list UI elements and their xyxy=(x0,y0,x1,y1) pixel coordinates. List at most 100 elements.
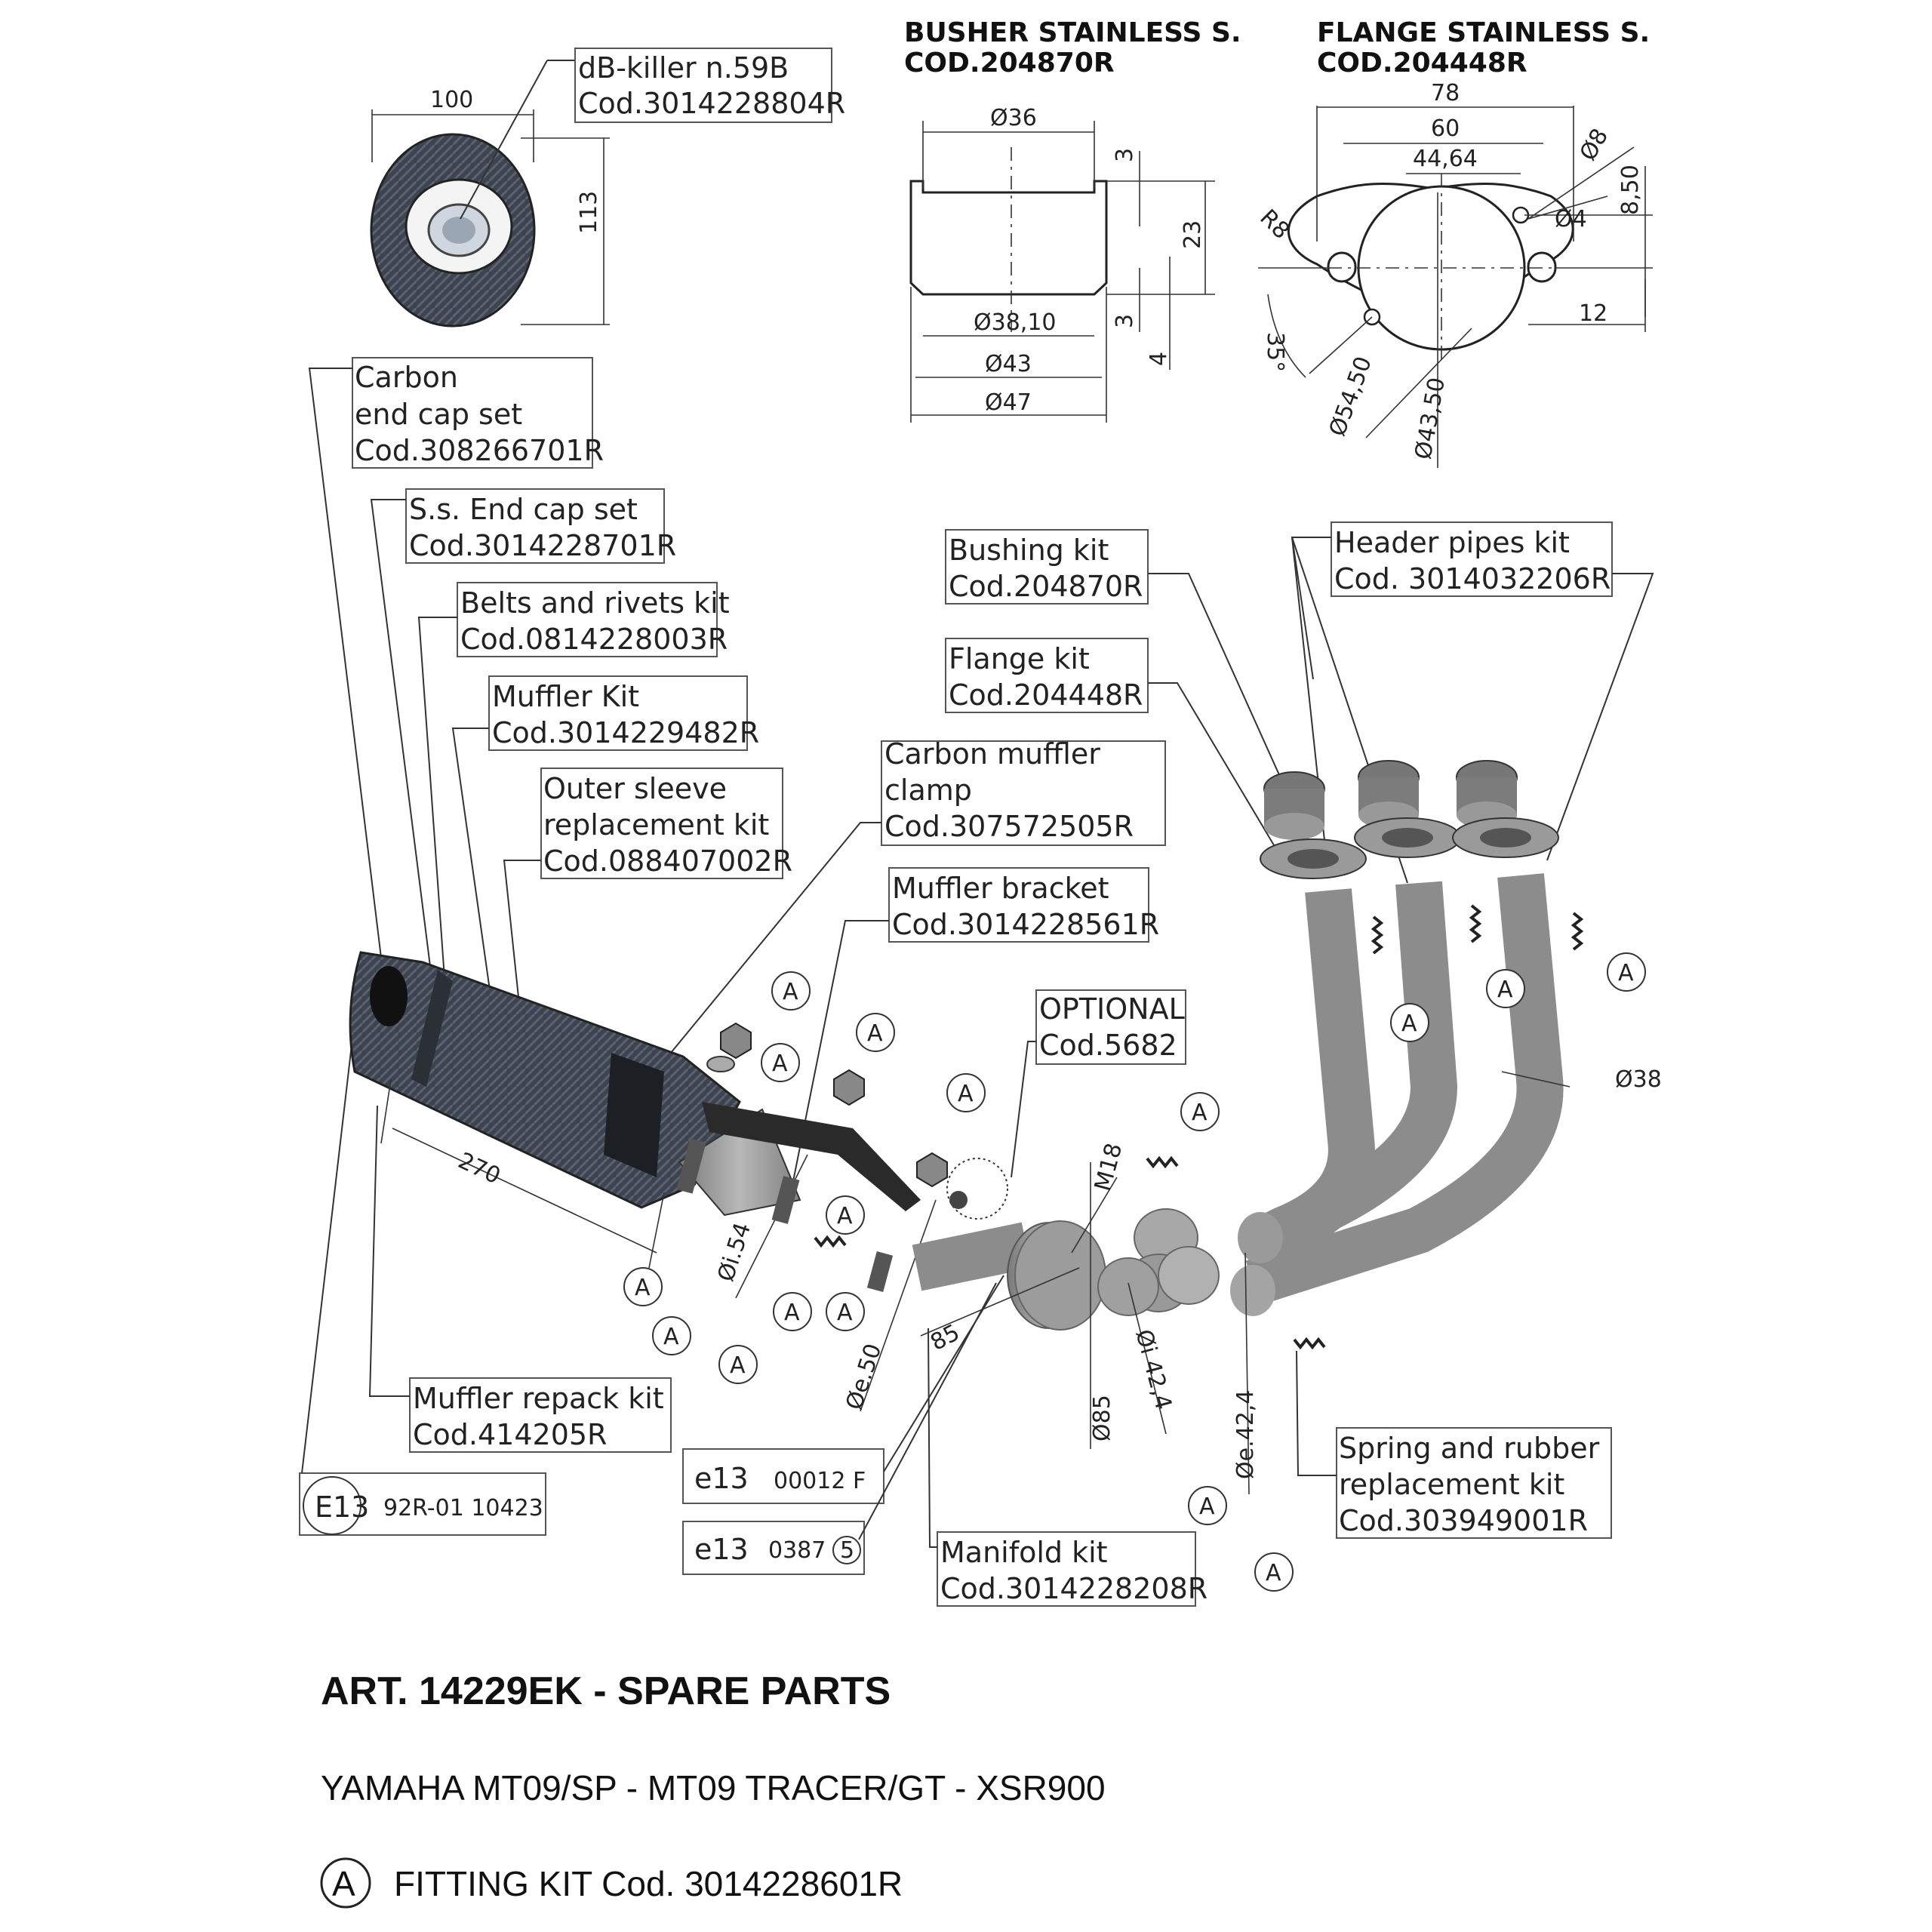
label-ss-end-cap: S.s. End cap set Cod.3014228701R xyxy=(405,488,676,564)
svg-text:Ø54,50: Ø54,50 xyxy=(1324,353,1377,440)
svg-text:Cod.5682: Cod.5682 xyxy=(1039,1029,1177,1062)
svg-text:S.s. End cap set: S.s. End cap set xyxy=(409,493,638,526)
busher-title: BUSHER STAINLESS S. xyxy=(904,17,1241,48)
svg-text:Cod.3014228208R: Cod.3014228208R xyxy=(940,1572,1208,1605)
svg-text:A: A xyxy=(1401,1011,1417,1037)
fitting-markers: A A A A A A A A A A A A A A A A xyxy=(623,952,1646,1592)
marker-a: A xyxy=(623,1267,663,1306)
svg-text:Ø38,10: Ø38,10 xyxy=(974,309,1057,336)
left-leaders xyxy=(308,368,541,1050)
busher-code: COD.204870R xyxy=(904,48,1115,78)
svg-text:Cod.307572505R: Cod.307572505R xyxy=(884,810,1134,843)
marker-a: A xyxy=(1607,952,1646,992)
hardware xyxy=(676,1022,948,1292)
flange-title: FLANGE STAINLESS S. xyxy=(1317,17,1650,48)
svg-text:4: 4 xyxy=(1146,352,1172,366)
busher-drawing: BUSHER STAINLESS S. COD.204870R Ø36 Ø38,… xyxy=(904,17,1241,423)
svg-text:e13: e13 xyxy=(694,1462,749,1495)
svg-text:35°: 35° xyxy=(1262,332,1288,372)
muffler xyxy=(349,951,921,1217)
svg-text:A: A xyxy=(730,1352,746,1379)
svg-text:Cod.204448R: Cod.204448R xyxy=(949,678,1143,712)
header-pipes xyxy=(814,760,1584,1350)
dim-end-cap-height: 113 xyxy=(576,191,602,234)
svg-text:Cod. 3014032206R: Cod. 3014032206R xyxy=(1334,562,1611,595)
label-flange-kit: Flange kit Cod.204448R xyxy=(945,638,1284,861)
svg-text:Carbon muffler: Carbon muffler xyxy=(884,737,1100,771)
svg-text:replacement kit: replacement kit xyxy=(543,808,769,841)
label-header-pipes: Header pipes kit Cod. 3014032206R xyxy=(1291,521,1654,884)
svg-text:Cod.3014228561R: Cod.3014228561R xyxy=(892,908,1159,941)
flange-parts xyxy=(1260,817,1559,879)
svg-text:Muffler repack kit: Muffler repack kit xyxy=(413,1382,664,1415)
marker-a: A xyxy=(1254,1552,1294,1592)
svg-text:Ø8: Ø8 xyxy=(1575,125,1614,165)
svg-text:A: A xyxy=(837,1203,853,1229)
homologation-e13-c: e13 0387 5 xyxy=(682,1282,997,1575)
svg-text:Øe.50: Øe.50 xyxy=(841,1340,887,1413)
svg-text:23: 23 xyxy=(1180,220,1206,249)
spring-parts xyxy=(814,904,1584,1350)
svg-text:92R-01 10423: 92R-01 10423 xyxy=(383,1495,543,1521)
homologation-e13-a: E13 92R-01 10423 xyxy=(299,1018,546,1536)
marker-a: A xyxy=(773,1292,812,1331)
marker-a: A xyxy=(1188,1486,1227,1525)
svg-text:Ø47: Ø47 xyxy=(985,389,1032,416)
svg-text:Carbon: Carbon xyxy=(355,361,458,394)
svg-text:3: 3 xyxy=(1112,314,1138,328)
marker-a: A xyxy=(718,1345,758,1384)
svg-text:Header pipes kit: Header pipes kit xyxy=(1334,526,1570,559)
svg-text:E13: E13 xyxy=(315,1491,369,1524)
flange-code: COD.204448R xyxy=(1317,48,1527,78)
svg-text:A: A xyxy=(1266,1560,1281,1586)
label-db-killer: dB-killer n.59B Cod.3014228804R xyxy=(574,48,845,123)
marker-a: A xyxy=(826,1292,865,1331)
svg-text:Cod.3014228804R: Cod.3014228804R xyxy=(578,87,845,120)
svg-text:0387: 0387 xyxy=(768,1537,826,1564)
svg-text:Cod.088407002R: Cod.088407002R xyxy=(543,844,792,878)
marker-a: A xyxy=(946,1073,986,1112)
marker-a: A xyxy=(856,1013,895,1052)
svg-text:FITTING KIT Cod. 3014228601R: FITTING KIT Cod. 3014228601R xyxy=(394,1864,903,1903)
svg-text:Outer sleeve: Outer sleeve xyxy=(543,772,727,805)
svg-text:Muffler bracket: Muffler bracket xyxy=(892,872,1109,905)
label-muffler-kit: Muffler Kit Cod.3014229482R xyxy=(488,675,759,751)
svg-text:Øe.42,4: Øe.42,4 xyxy=(1232,1390,1259,1479)
svg-text:Ø38: Ø38 xyxy=(1615,1066,1662,1093)
label-carbon-end-cap: Carbon end cap set Cod.308266701R xyxy=(352,357,604,469)
svg-text:Cod.308266701R: Cod.308266701R xyxy=(355,434,604,467)
svg-text:Cod.414205R: Cod.414205R xyxy=(413,1418,607,1451)
svg-text:e13: e13 xyxy=(694,1533,749,1566)
marker-a: A xyxy=(1486,969,1525,1008)
marker-a: A xyxy=(826,1195,865,1235)
svg-text:Cod.204870R: Cod.204870R xyxy=(949,570,1143,603)
svg-text:Ø85: Ø85 xyxy=(1089,1395,1115,1441)
svg-text:Muffler Kit: Muffler Kit xyxy=(492,680,639,713)
svg-text:Cod.303949001R: Cod.303949001R xyxy=(1339,1504,1588,1537)
svg-text:44,64: 44,64 xyxy=(1413,146,1478,172)
footer-fitting-kit: A FITTING KIT Cod. 3014228601R xyxy=(320,1857,903,1909)
svg-text:Øi.54: Øi.54 xyxy=(712,1220,756,1285)
svg-text:Manifold kit: Manifold kit xyxy=(940,1536,1108,1569)
svg-text:M18: M18 xyxy=(1090,1140,1128,1194)
svg-text:A: A xyxy=(1192,1100,1208,1126)
svg-text:A: A xyxy=(1497,977,1513,1003)
svg-text:Ø43,50: Ø43,50 xyxy=(1410,375,1450,461)
svg-text:5: 5 xyxy=(840,1537,854,1564)
svg-text:replacement kit: replacement kit xyxy=(1339,1468,1564,1501)
svg-text:8,50: 8,50 xyxy=(1617,165,1644,215)
svg-text:clamp: clamp xyxy=(884,774,972,807)
svg-text:A: A xyxy=(1199,1494,1215,1520)
svg-text:A: A xyxy=(783,979,798,1005)
svg-text:Belts and rivets kit: Belts and rivets kit xyxy=(460,586,730,620)
svg-text:Bushing kit: Bushing kit xyxy=(949,534,1109,567)
svg-text:Cod.3014229482R: Cod.3014229482R xyxy=(492,716,759,749)
svg-text:Spring and rubber: Spring and rubber xyxy=(1339,1432,1600,1465)
svg-text:00012 F: 00012 F xyxy=(774,1468,866,1494)
label-optional: OPTIONAL Cod.5682 xyxy=(1011,989,1186,1178)
manifold xyxy=(912,1158,1220,1331)
marker-a: A xyxy=(1390,1003,1429,1042)
homologation-e13-b: e13 00012 F xyxy=(682,1275,1004,1504)
marker-a: A xyxy=(771,971,811,1011)
svg-text:78: 78 xyxy=(1431,80,1460,106)
